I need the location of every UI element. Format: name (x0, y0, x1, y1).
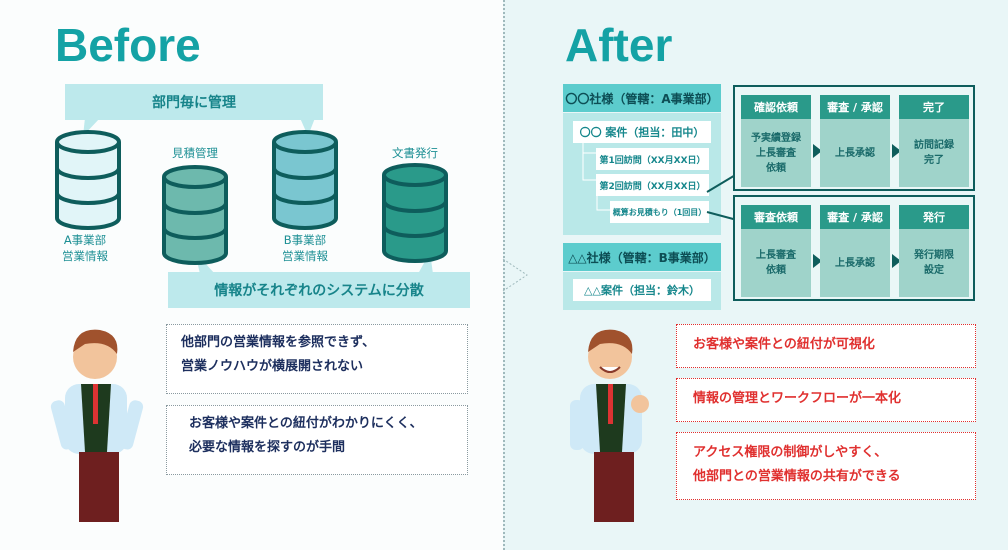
step-body: 上長承認 (820, 119, 890, 187)
step-body: 発行期限 設定 (899, 229, 969, 297)
flow2-step-3: 発行発行期限 設定 (899, 205, 969, 297)
step-body: 訪問記録 完了 (899, 119, 969, 187)
after-bubble-2: 情報の管理とワークフローが一本化 (676, 378, 976, 422)
client-a-header[interactable]: 〇〇社様（管轄：A事業部） (563, 84, 721, 112)
case-item-a[interactable]: 〇〇 案件（担当：田中） (573, 121, 711, 143)
before-bubble-2: お客様や案件との紐付がわかりにくく、 必要な情報を探すのが手間 (166, 405, 468, 475)
db-label-docs: 文書発行 (392, 146, 438, 160)
after-bubble-1: お客様や案件との紐付が可視化 (676, 324, 976, 368)
transition-arrow-icon (502, 258, 528, 292)
arrow-right-icon (892, 144, 901, 158)
step-header: 審査 / 承認 (820, 95, 890, 119)
workflow-estimate: 審査依頼上長審査 依頼 審査 / 承認上長承認 発行発行期限 設定 (733, 195, 975, 301)
callout-per-department: 部門毎に管理 (65, 84, 323, 120)
estimate-item[interactable]: 概算お見積もり（1回目） (610, 201, 709, 223)
after-title: After (565, 19, 673, 71)
step-body: 予実績登録 上長審査 依頼 (741, 119, 811, 187)
client-b-header[interactable]: △△社様（管轄：B事業部） (563, 243, 721, 271)
after-bubble-3: アクセス権限の制御がしやすく、 他部門との営業情報の共有ができる (676, 432, 976, 500)
database-icon-a (55, 130, 121, 230)
arrow-right-icon (892, 254, 901, 268)
step-header: 完了 (899, 95, 969, 119)
database-icons (55, 130, 448, 265)
flow1-step-3: 完了訪問記録 完了 (899, 95, 969, 187)
flow1-step-2: 審査 / 承認上長承認 (820, 95, 890, 187)
step-header: 確認依頼 (741, 95, 811, 119)
step-body: 上長承認 (820, 229, 890, 297)
db-label-b: B事業部 営業情報 (282, 233, 328, 263)
step-header: 審査依頼 (741, 205, 811, 229)
workflow-visit: 確認依頼予実績登録 上長審査 依頼 審査 / 承認上長承認 完了訪問記録 完了 (733, 85, 975, 191)
step-header: 審査 / 承認 (820, 205, 890, 229)
worried-man-illustration (50, 329, 144, 522)
database-icon-docs (382, 163, 448, 263)
happy-man-illustration (570, 329, 649, 522)
visit-item-2[interactable]: 第2回訪問（XX月XX日） (596, 174, 709, 196)
flow2-step-1: 審査依頼上長審査 依頼 (741, 205, 811, 297)
before-title: Before (55, 19, 201, 71)
case-item-b[interactable]: △△案件（担当：鈴木） (573, 279, 711, 301)
db-label-a: A事業部 営業情報 (62, 233, 108, 263)
database-icon-estimate (162, 165, 228, 265)
arrow-right-icon (813, 144, 822, 158)
flow1-step-1: 確認依頼予実績登録 上長審査 依頼 (741, 95, 811, 187)
database-icon-b (272, 130, 338, 230)
visit-item-1[interactable]: 第1回訪問（XX月XX日） (596, 148, 709, 170)
callout-distributed: 情報がそれぞれのシステムに分散 (168, 272, 470, 308)
flow2-step-2: 審査 / 承認上長承認 (820, 205, 890, 297)
db-label-estimate: 見積管理 (172, 146, 218, 160)
step-body: 上長審査 依頼 (741, 229, 811, 297)
arrow-right-icon (813, 254, 822, 268)
flow-pointers (706, 173, 738, 221)
before-bubble-1: 他部門の営業情報を参照できず、 営業ノウハウが横展開されない (166, 324, 468, 394)
step-header: 発行 (899, 205, 969, 229)
